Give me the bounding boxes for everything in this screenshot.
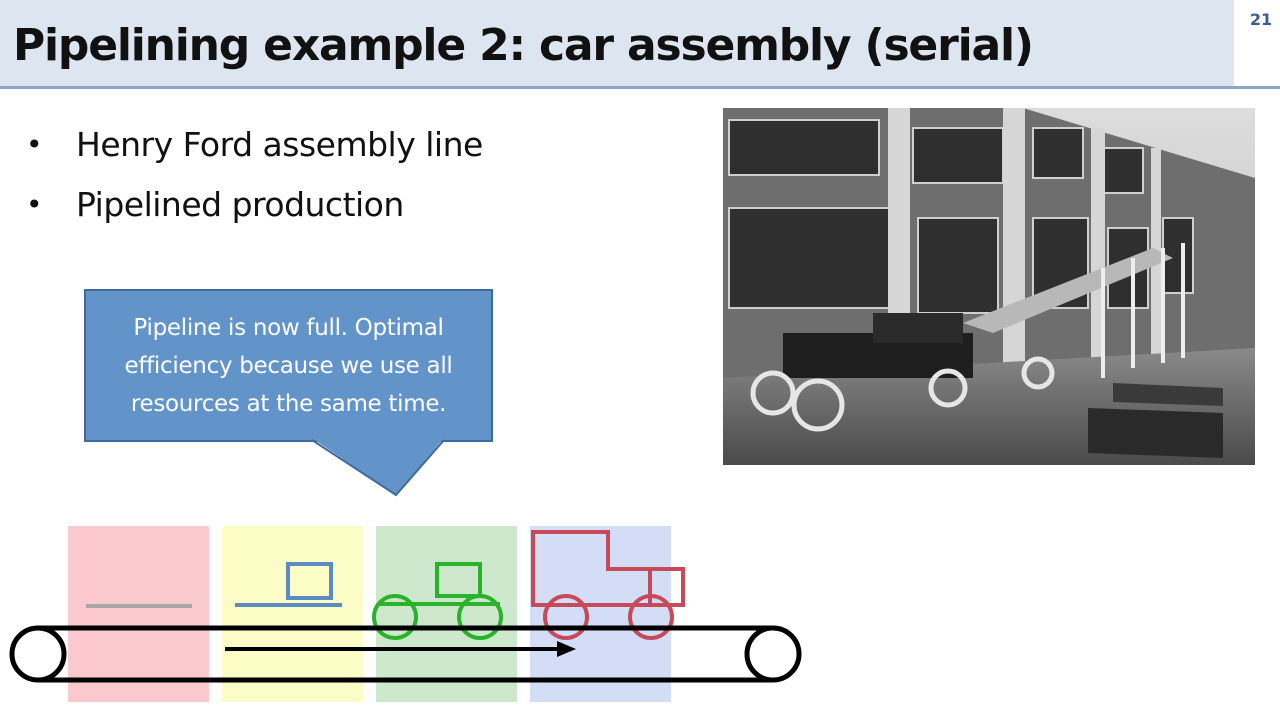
- bullet-text: Henry Ford assembly line: [76, 125, 483, 164]
- callout-pointer: [312, 438, 444, 497]
- bullet-marker: •: [26, 128, 43, 161]
- bullet-marker: •: [26, 188, 43, 221]
- assembly-pipeline-diagram: [9, 526, 802, 702]
- callout-text: Pipeline is now full. Optimal efficiency…: [124, 314, 453, 417]
- slide-number: 21: [1249, 10, 1273, 29]
- conveyor-belt: [9, 625, 802, 683]
- stage-3-area: [376, 526, 517, 702]
- stage-4-area: [530, 526, 671, 702]
- bullet-item: • Henry Ford assembly line: [26, 122, 483, 182]
- slide-title: Pipelining example 2: car assembly (seri…: [13, 20, 1034, 71]
- title-bar: [0, 0, 1234, 86]
- stage-1-area: [68, 526, 209, 702]
- bullet-item: • Pipelined production: [26, 182, 483, 242]
- stage-4-car-part: [531, 530, 685, 640]
- stage-2-area: [222, 526, 363, 702]
- arrow-right-icon: [225, 641, 576, 657]
- bullet-text: Pipelined production: [76, 185, 404, 224]
- stage-2-car-part: [235, 562, 342, 607]
- callout-box: Pipeline is now full. Optimal efficiency…: [84, 289, 493, 442]
- stage-3-car-part: [372, 562, 503, 640]
- bullet-list: • Henry Ford assembly line • Pipelined p…: [26, 122, 483, 242]
- ford-factory-photo: [723, 108, 1255, 465]
- title-divider: [0, 86, 1280, 89]
